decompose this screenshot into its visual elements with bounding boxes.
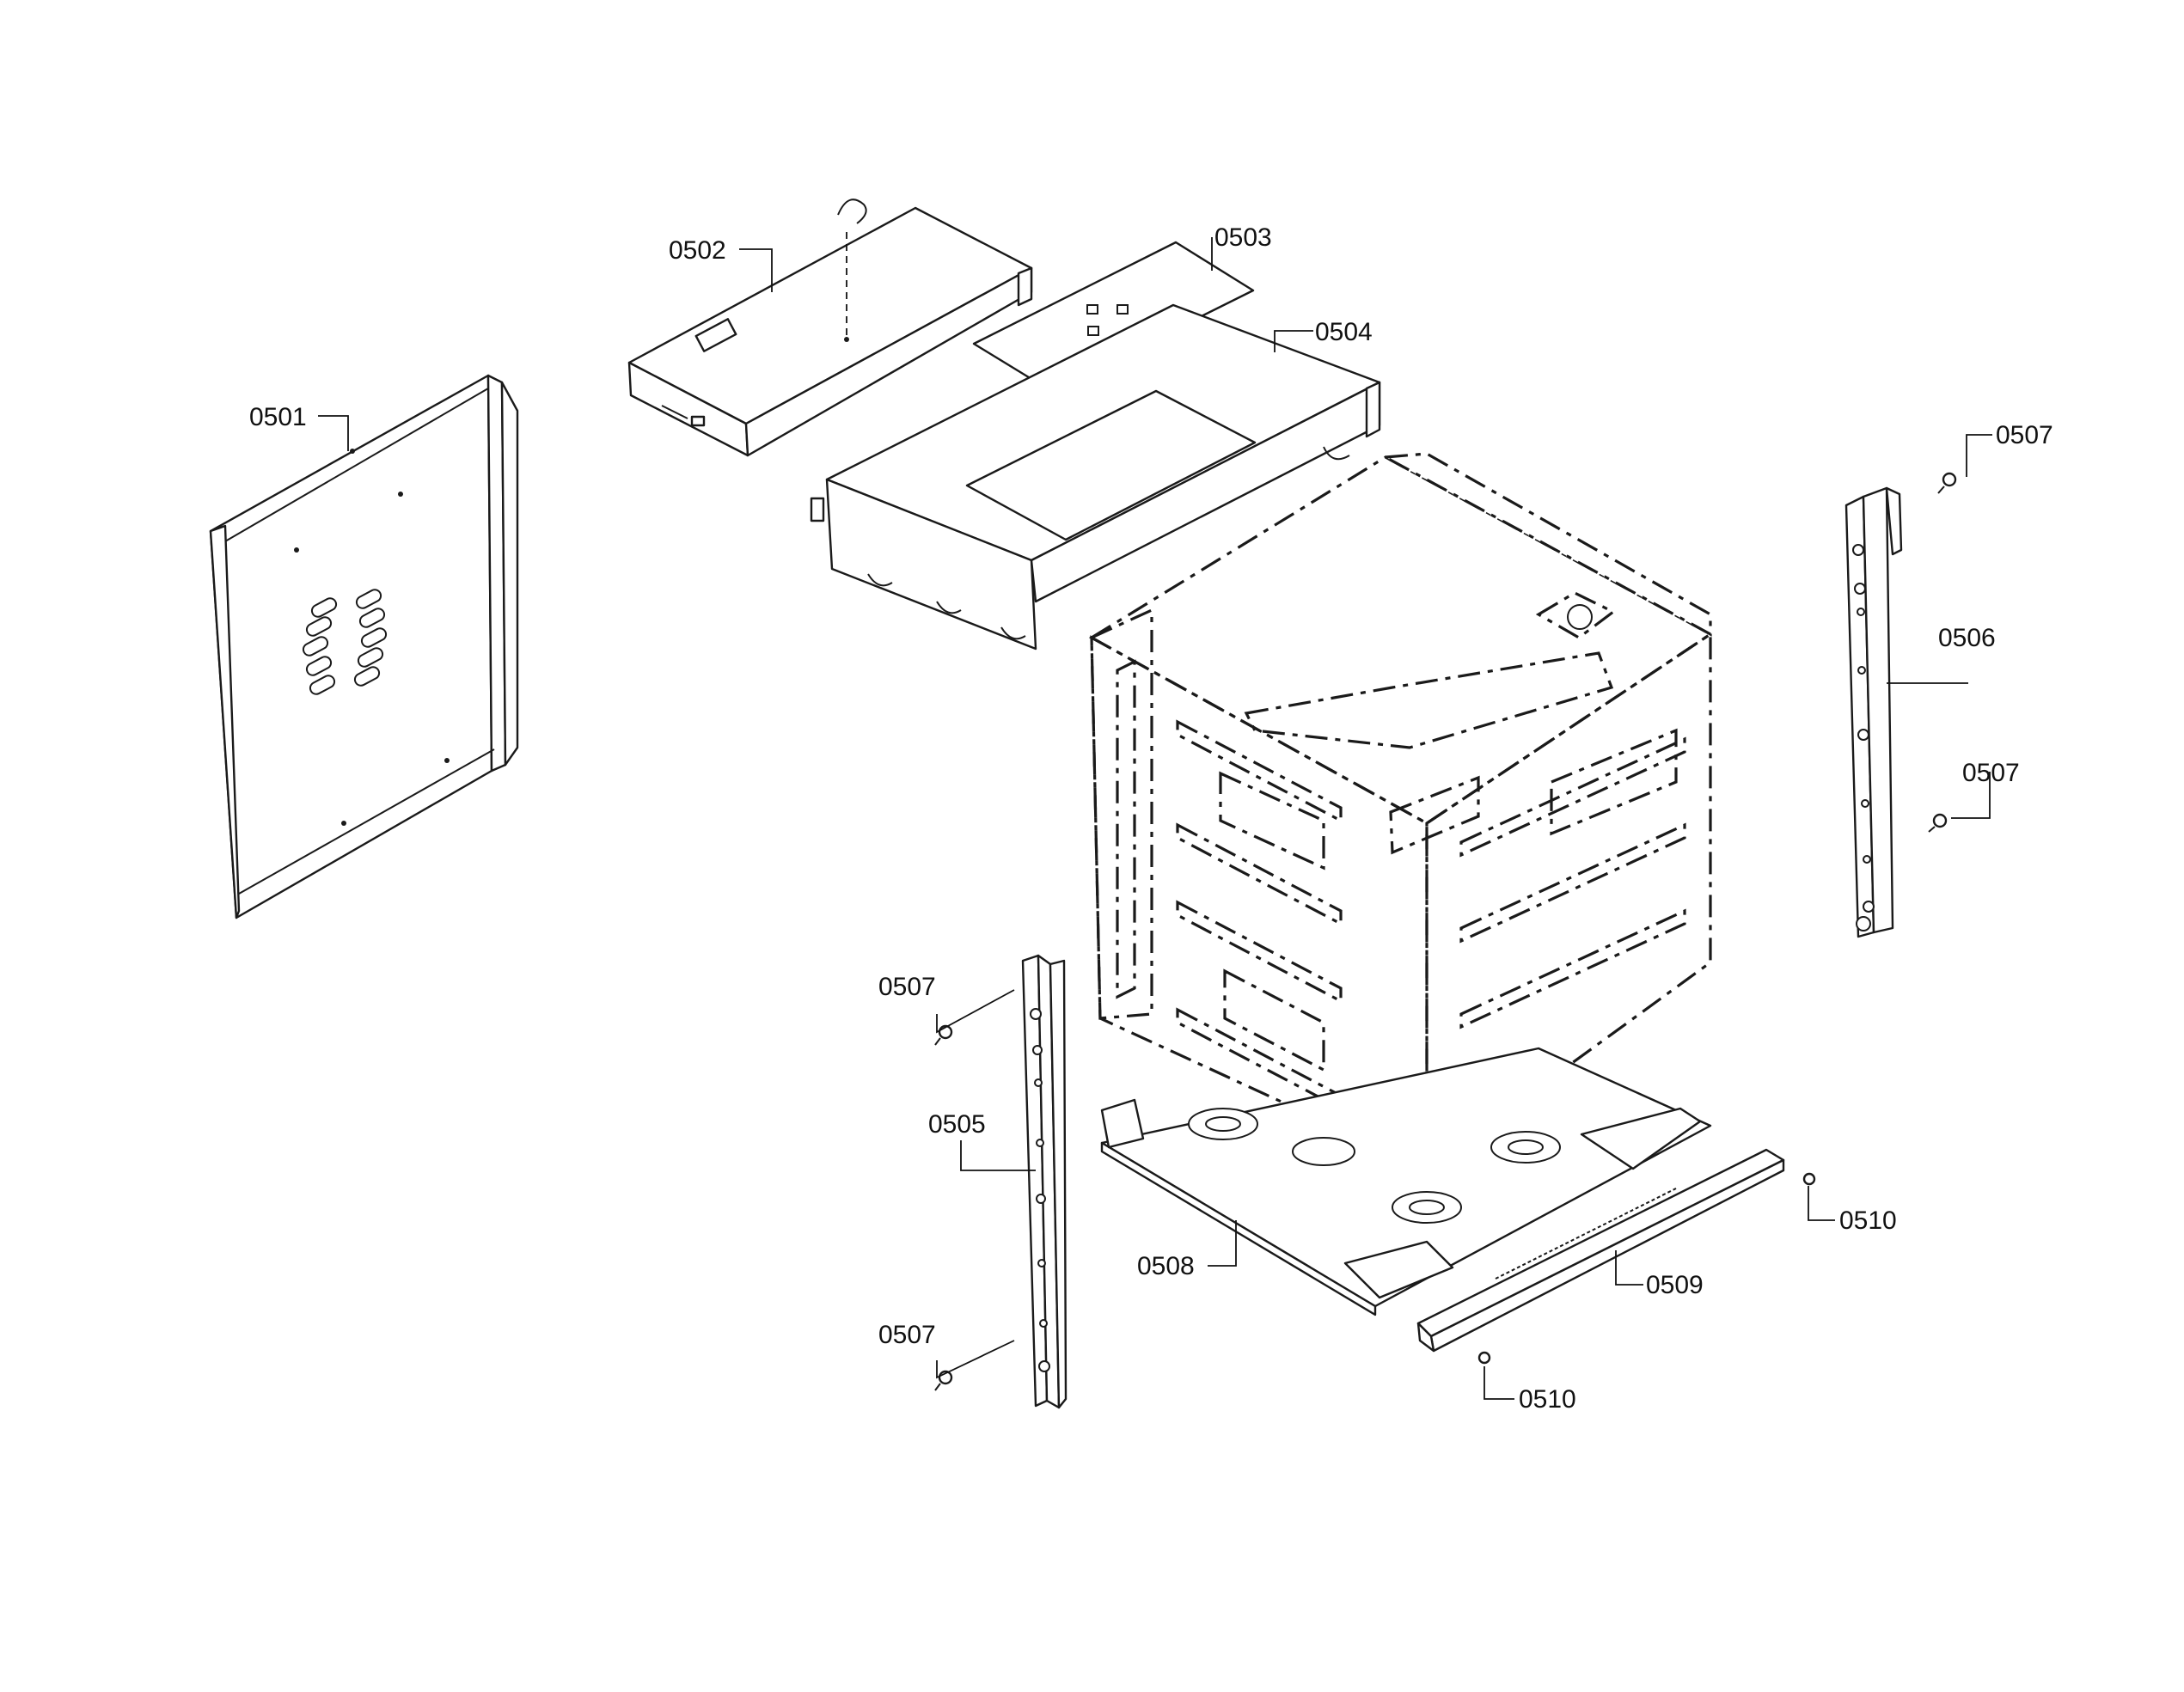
part-labels: 0501 0502 0503 0504 0507 0506 0507 0507 … (249, 223, 2053, 1414)
label-0510-left: 0510 (1519, 1385, 1576, 1414)
burner-openings (1188, 1108, 1561, 1224)
oven-cavity-frame (1088, 452, 1714, 1172)
leader-lines (318, 237, 1992, 1400)
label-0507-right-bottom: 0507 (1962, 759, 2020, 787)
label-0507-left-bottom: 0507 (878, 1321, 936, 1349)
label-0504: 0504 (1315, 318, 1373, 346)
label-0501: 0501 (249, 403, 307, 431)
part-0501-side-panel (209, 374, 519, 919)
vent-slots (302, 589, 388, 695)
label-0502: 0502 (669, 236, 726, 265)
screw-0510-left (1477, 1351, 1491, 1365)
label-0509: 0509 (1646, 1271, 1704, 1299)
screw-0507-right-bottom (1928, 813, 1948, 833)
label-0506: 0506 (1938, 624, 1996, 652)
screw-0507-right-top (1937, 472, 1957, 494)
label-0507-right-top: 0507 (1996, 421, 2053, 449)
label-0508: 0508 (1137, 1252, 1195, 1280)
part-0502-top-cover (627, 199, 1033, 457)
label-0505: 0505 (928, 1110, 986, 1139)
part-0506-right-rail (1844, 486, 1903, 938)
part-0504-top-frame (810, 303, 1381, 651)
part-0508-bottom-pan (1100, 1047, 1712, 1316)
part-0505-left-rail (1021, 954, 1068, 1409)
label-0507-left-top: 0507 (878, 973, 936, 1001)
label-0510-right: 0510 (1839, 1206, 1897, 1235)
screw-0510-right (1802, 1172, 1816, 1186)
label-0503: 0503 (1214, 223, 1272, 252)
part-0509-front-trim (1416, 1148, 1785, 1353)
